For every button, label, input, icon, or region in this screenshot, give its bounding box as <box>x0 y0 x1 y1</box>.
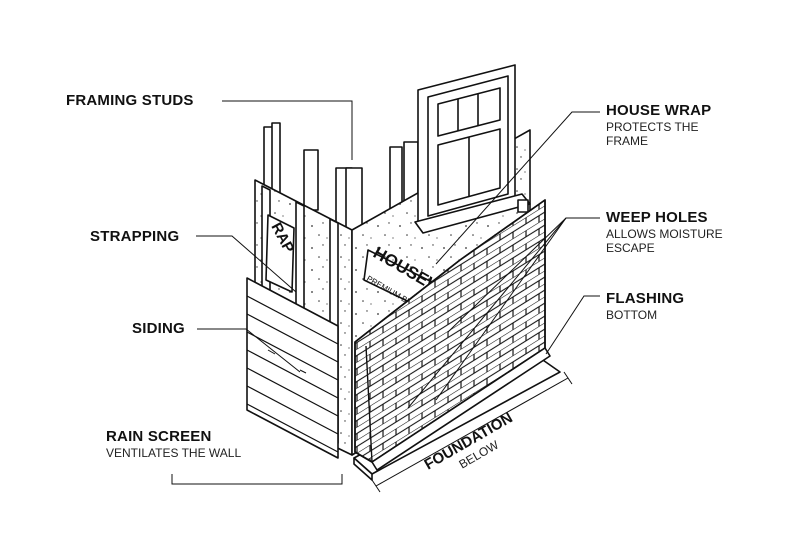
rain-screen-title: RAIN SCREEN <box>106 428 212 445</box>
leader-strapping <box>196 235 297 293</box>
label-siding: SIDING <box>132 320 185 338</box>
leader-weep-holes-2 <box>435 217 567 401</box>
wrap-print-left: RAP <box>265 214 297 293</box>
strapping-title: STRAPPING <box>90 228 180 245</box>
leader-framing-studs <box>222 100 353 160</box>
house-wrap-title: HOUSE WRAP <box>606 102 712 119</box>
label-weep-holes: WEEP HOLES ALLOWS MOISTURE ESCAPE <box>606 209 723 255</box>
label-framing-studs: FRAMING STUDS <box>66 92 194 110</box>
house-wrap-desc-2: FRAME <box>606 134 648 148</box>
flashing-desc: BOTTOM <box>606 308 658 322</box>
weep-holes-title: WEEP HOLES <box>606 209 708 226</box>
flashing-title: FLASHING <box>606 290 685 307</box>
siding-title: SIDING <box>132 320 185 337</box>
flashing-strip <box>371 347 551 471</box>
leader-weep-holes-3 <box>407 217 567 409</box>
framing-studs-title: FRAMING STUDS <box>66 92 194 109</box>
leader-flashing <box>545 295 600 355</box>
weep-holes-desc-2: ESCAPE <box>606 241 655 255</box>
siding-boards <box>246 277 339 459</box>
house-wrap-desc-1: PROTECTS THE <box>606 120 699 134</box>
label-rain-screen: RAIN SCREEN VENTILATES THE WALL <box>106 428 241 460</box>
label-strapping: STRAPPING <box>90 228 179 246</box>
window <box>414 64 531 234</box>
foundation-dimension-line <box>375 377 569 487</box>
leader-siding <box>197 328 301 373</box>
label-flashing: FLASHING BOTTOM <box>606 290 684 322</box>
label-house-wrap: HOUSE WRAP PROTECTS THE FRAME <box>606 102 711 148</box>
rain-screen-desc: VENTILATES THE WALL <box>106 446 242 460</box>
weep-holes-desc-1: ALLOWS MOISTURE <box>606 227 723 241</box>
leader-house-wrap <box>435 111 600 265</box>
leader-rain-screen <box>171 474 343 485</box>
